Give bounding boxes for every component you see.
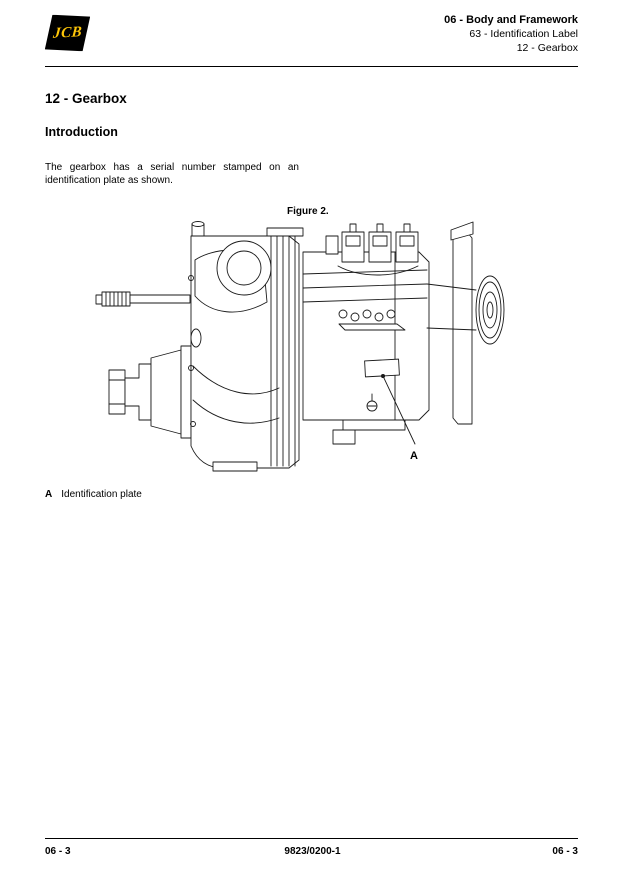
figure-callout-a: A <box>410 450 418 462</box>
figure-legend: A Identification plate <box>45 489 142 500</box>
gearbox-drawing: A <box>95 221 505 472</box>
figure-caption: Figure 2. <box>287 206 329 217</box>
footer-divider <box>45 838 578 839</box>
page-title: 12 - Gearbox <box>45 91 127 106</box>
header-subsection: 12 - Gearbox <box>516 42 578 54</box>
callout-leader-line <box>382 375 416 445</box>
header-divider <box>45 66 578 67</box>
footer-publication-number: 9823/0200-1 <box>284 846 341 857</box>
header-section: 63 - Identification Label <box>469 28 578 40</box>
legend-key: A <box>45 489 53 500</box>
footer-page-number-left: 06 - 3 <box>45 846 71 857</box>
legend-label: Identification plate <box>61 489 142 500</box>
shaft-end <box>95 294 103 305</box>
jcb-logo: JCB <box>43 13 92 53</box>
footer-page-number-right: 06 - 3 <box>552 846 578 857</box>
jcb-logo-text: JCB <box>52 23 83 42</box>
header-chapter: 06 - Body and Framework <box>444 14 578 26</box>
introduction-heading: Introduction <box>45 125 118 139</box>
body-paragraph: The gearbox has a serial number stamped … <box>45 162 299 186</box>
page-header: 06 - Body and Framework 63 - Identificat… <box>444 13 578 55</box>
gearbox-figure: A <box>95 218 510 483</box>
